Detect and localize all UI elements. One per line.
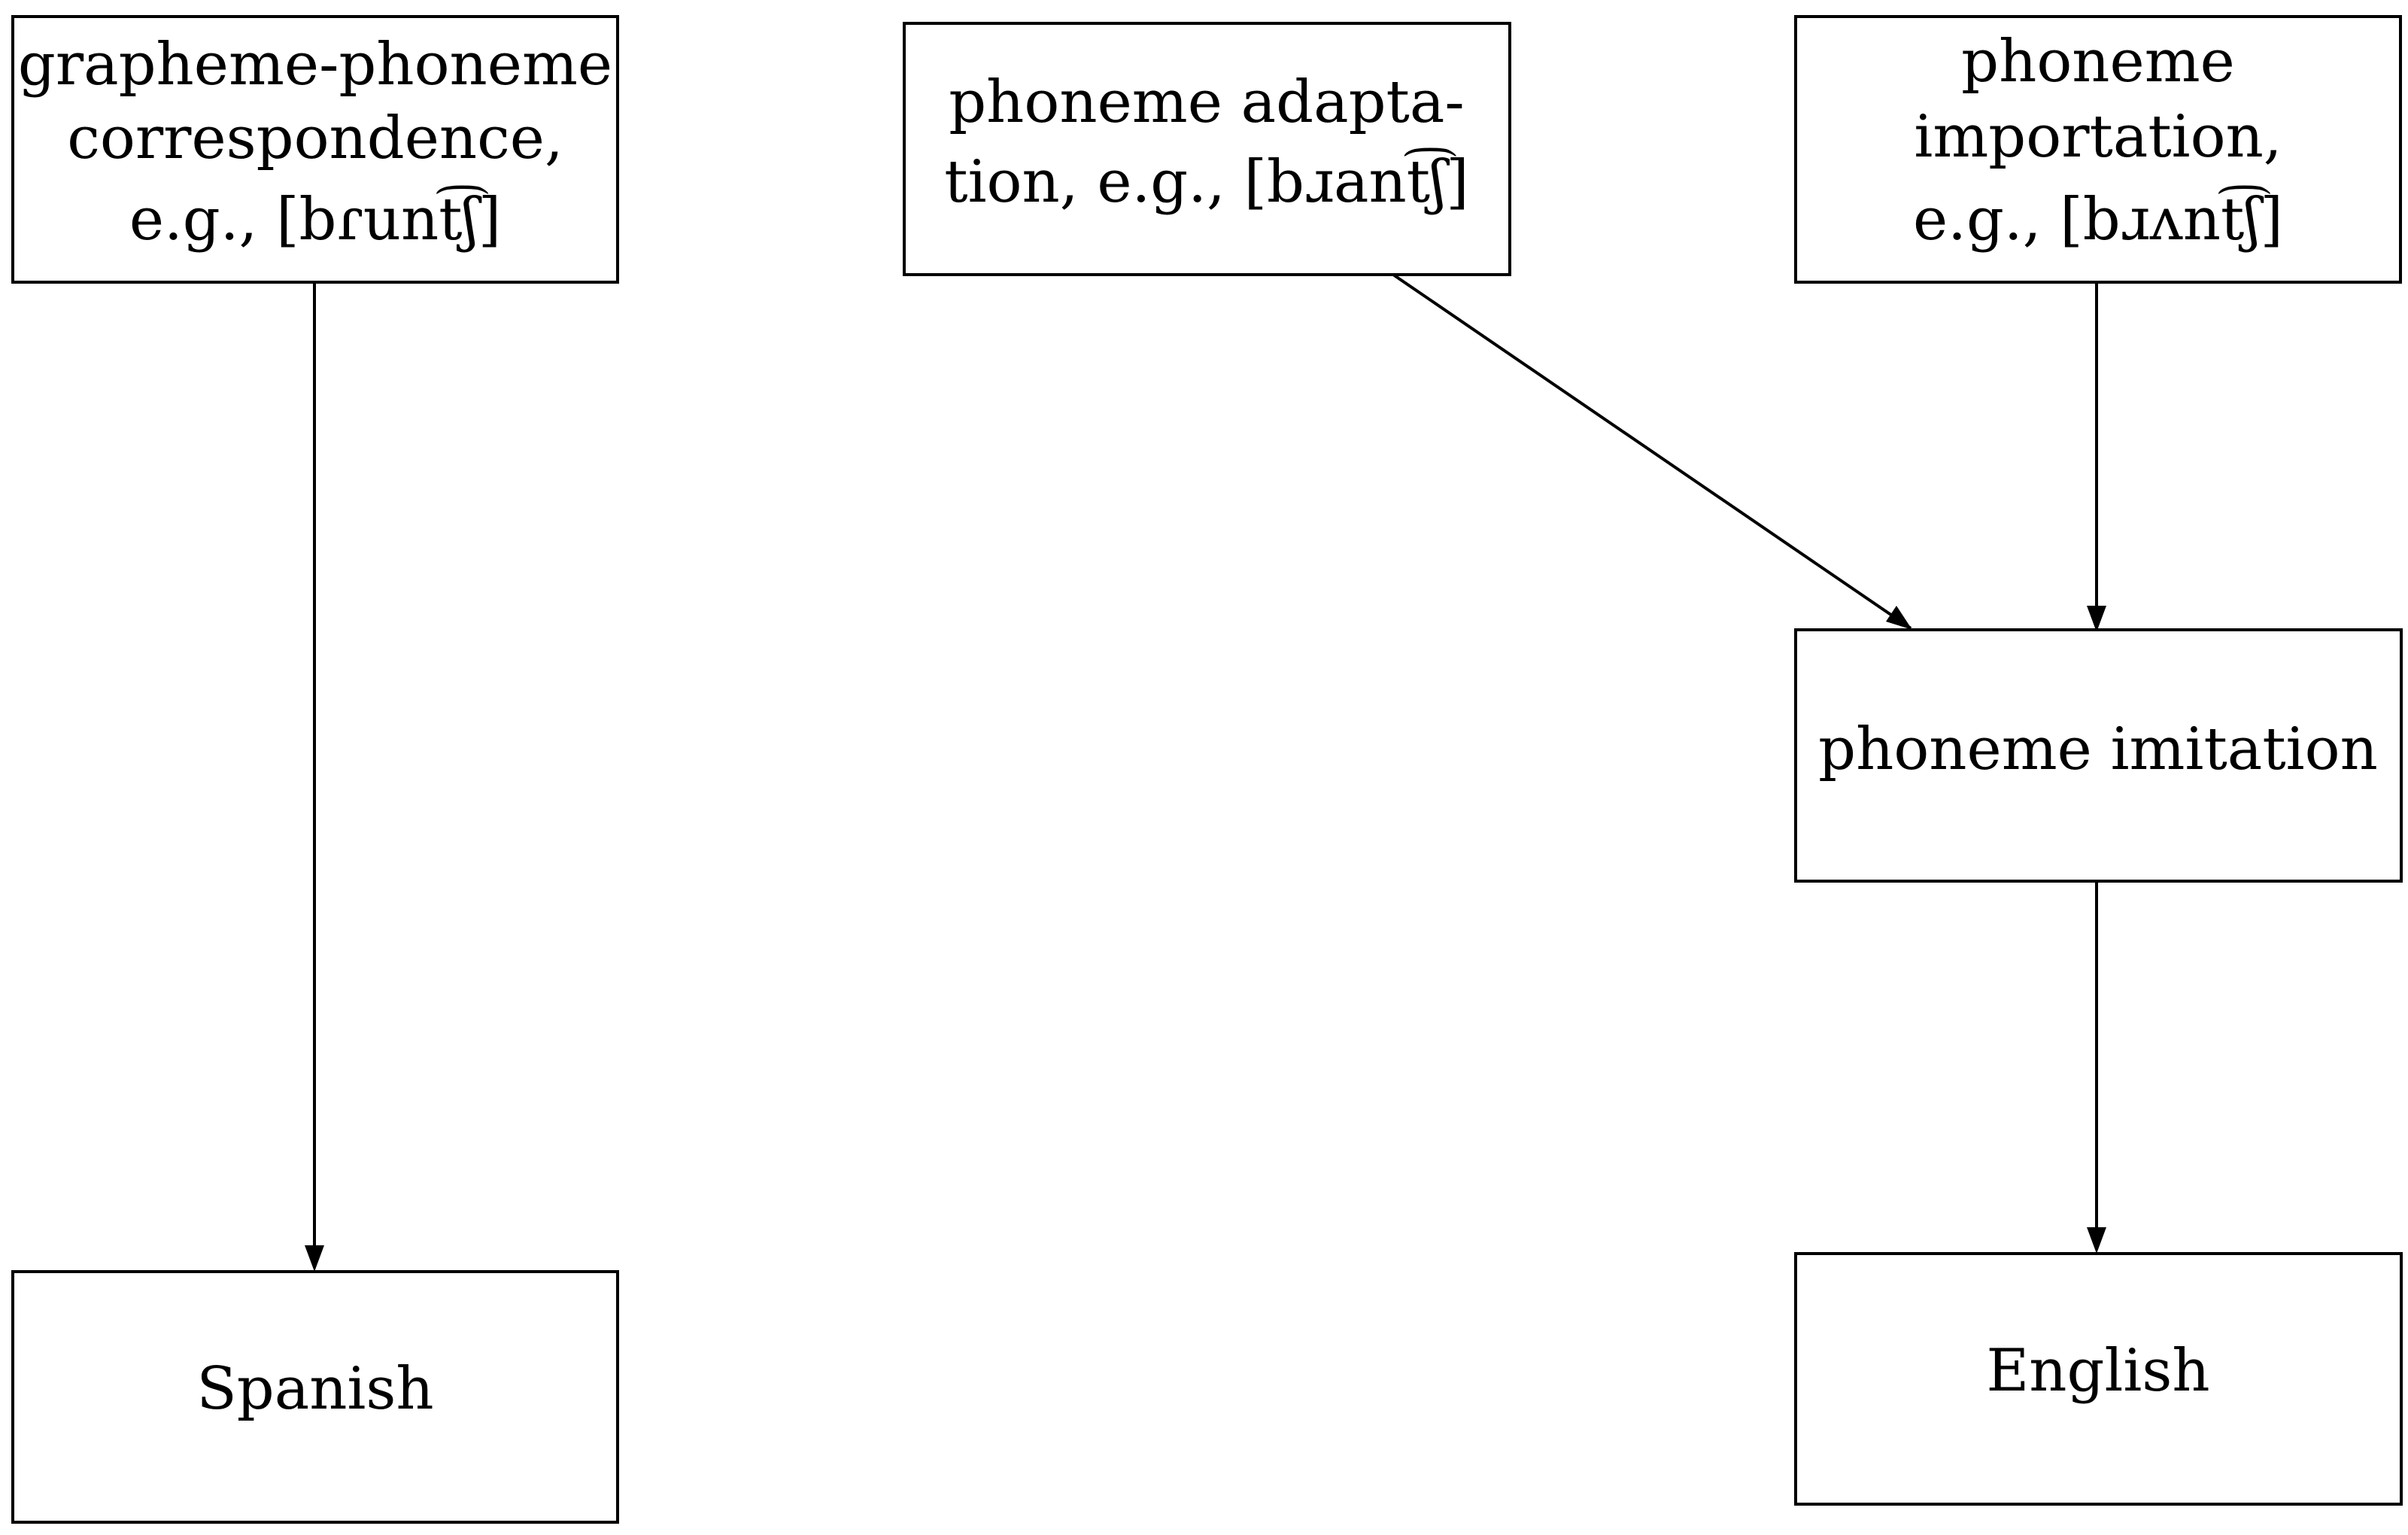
arrowhead-spanish — [305, 1245, 324, 1272]
node-grapheme-line-1: grapheme-phoneme — [18, 31, 612, 99]
node-importation-line-2: importation, — [1914, 103, 2282, 171]
node-importation-line-3: e.g., [bɹʌnt͡ʃ] — [1913, 184, 2283, 254]
node-english: English — [1794, 1252, 2403, 1506]
node-spanish-label: Spanish — [196, 1355, 433, 1423]
arrowhead-imitation-diagonal — [1886, 606, 1912, 630]
node-spanish: Spanish — [11, 1270, 619, 1524]
arrowhead-imitation-vertical — [2087, 606, 2106, 632]
node-grapheme-line-3: e.g., [bɾunt͡ʃ] — [129, 184, 501, 254]
node-english-label: English — [1986, 1337, 2209, 1405]
node-phoneme-adaptation: phoneme adapta- tion, e.g., [bɹant͡ʃ] — [903, 22, 1511, 276]
node-grapheme-line-2: correspondence, — [67, 105, 563, 172]
node-adaptation-line-2: tion, e.g., [bɹant͡ʃ] — [944, 147, 1468, 216]
node-phoneme-imitation: phoneme imitation — [1794, 628, 2403, 883]
node-adaptation-line-1: phoneme adapta- — [949, 68, 1465, 136]
node-grapheme-phoneme-correspondence: grapheme-phoneme correspondence, e.g., [… — [11, 15, 619, 284]
node-imitation-label: phoneme imitation — [1818, 716, 2378, 783]
arrowhead-english — [2087, 1227, 2106, 1254]
node-importation-line-1: phoneme — [1961, 28, 2235, 96]
edges — [305, 273, 2106, 1272]
edge-adaptation-to-imitation — [1392, 273, 1912, 630]
node-phoneme-importation: phoneme importation, e.g., [bɹʌnt͡ʃ] — [1794, 15, 2402, 284]
